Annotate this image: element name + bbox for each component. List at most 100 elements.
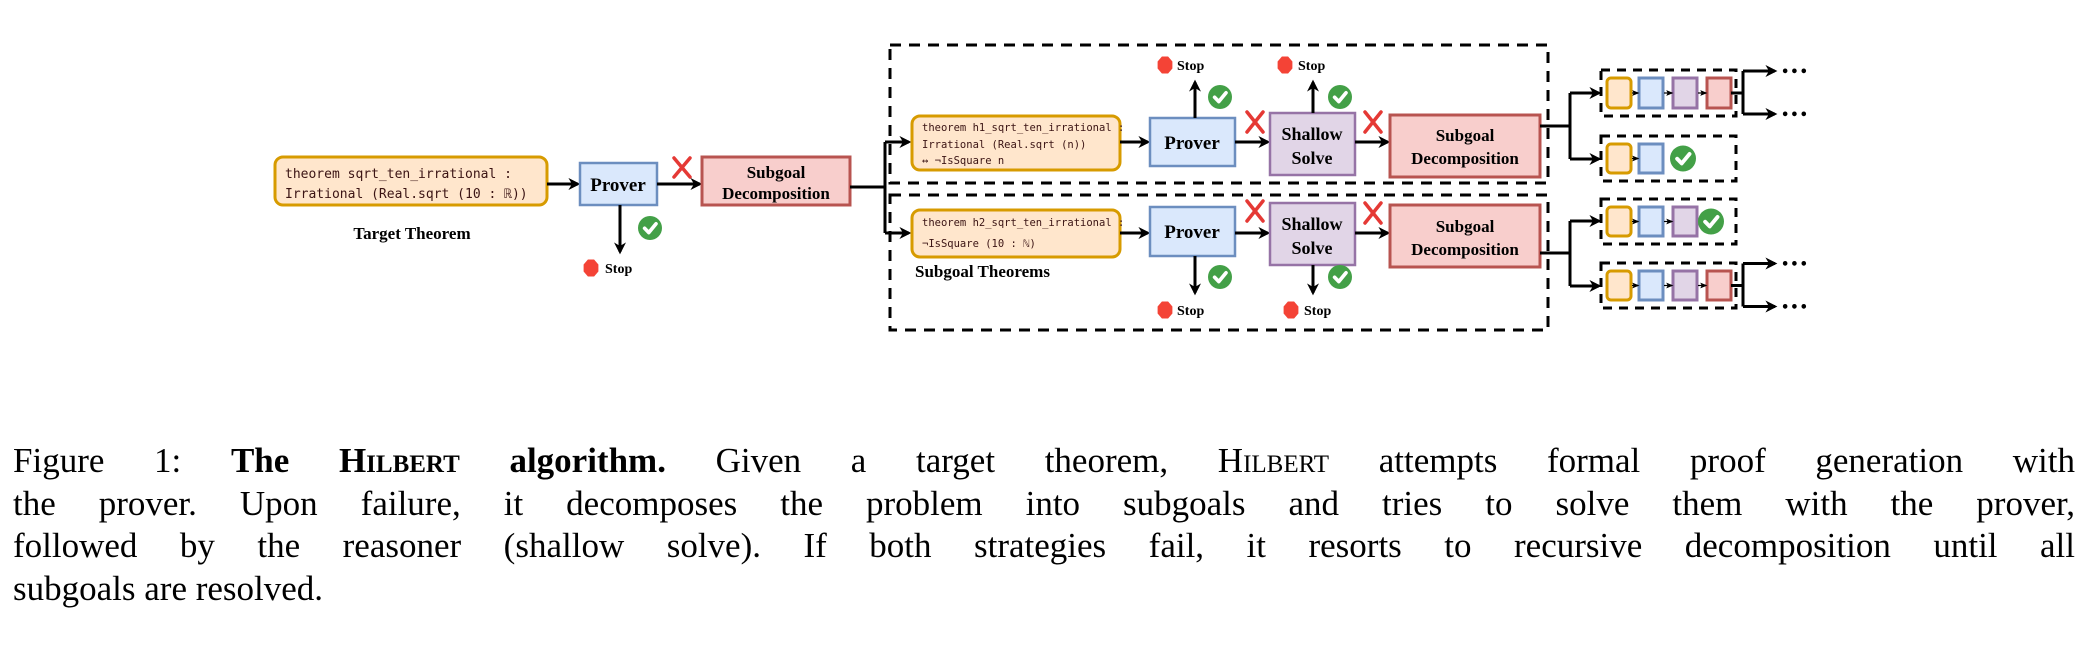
subgoal-1-container (888, 43, 1550, 185)
caption-line-2: the prover. Upon failure, it decomposes … (13, 483, 2075, 523)
shallow-solve-box (1268, 111, 1357, 177)
check-mark (1212, 270, 1228, 284)
decomposition-label-2: Decomposition (1411, 149, 1519, 168)
stop-icon (1277, 56, 1293, 74)
prover-label: Prover (1164, 133, 1220, 154)
x-stroke (1245, 110, 1265, 134)
fail-x-icon (1363, 201, 1383, 225)
fail-x-icon (1363, 110, 1383, 134)
prover-label: Prover (590, 175, 646, 196)
check-circle (1208, 85, 1232, 109)
ellipsis: ••• (1781, 258, 1809, 273)
check-circle (1328, 85, 1352, 109)
shallow-label-2: Solve (1291, 238, 1332, 258)
check-mark (1332, 270, 1348, 284)
caption-line-4: subgoals are resolved. (13, 568, 324, 608)
stop-icon (1157, 56, 1173, 74)
x-stroke (1363, 110, 1383, 134)
recursion-connector-top (1540, 87, 1602, 165)
decomposition-box (1388, 113, 1542, 179)
check-mark (1212, 91, 1228, 104)
caption-text: attempts formal proof generation with (1329, 441, 2075, 480)
shallow-label-1: Shallow (1281, 124, 1342, 144)
prover-box (1148, 205, 1237, 258)
caption-text: Given a target theorem, (665, 441, 1218, 480)
stop-icon (1157, 301, 1173, 319)
prover-label: Prover (1164, 222, 1220, 243)
check-icon (1328, 85, 1352, 109)
check-icon (1670, 145, 1696, 172)
mini-prover-box (1637, 205, 1665, 238)
recursion-container (1599, 261, 1738, 310)
recursion-container (1599, 197, 1738, 246)
ellipsis: ••• (1781, 65, 1809, 80)
check-circle (1670, 145, 1696, 172)
x-stroke (1363, 201, 1383, 225)
mini-decomposition-box (1705, 76, 1733, 110)
check-icon (1208, 85, 1232, 109)
figure-caption: Figure 1: The Hilbert algorithm. Given a… (13, 440, 2075, 610)
shallow-label-1: Shallow (1281, 214, 1342, 234)
check-circle (1208, 265, 1232, 289)
recursion-container (1599, 134, 1738, 183)
recursion-branch (1731, 65, 1778, 120)
recursion-connector-bottom (1540, 215, 1602, 292)
caption-figure-number: Figure 1: (13, 441, 182, 480)
ellipsis: ••• (1781, 108, 1809, 123)
fail-x-icon (1245, 199, 1265, 223)
target-theorem-box (273, 155, 549, 207)
subgoal-2-container (888, 193, 1550, 332)
subgoal-1-code-line-2: Irrational (Real.sqrt (n)) (922, 139, 1086, 151)
mini-theorem-box (1605, 76, 1633, 110)
caption-line-3: followed by the reasoner (shallow solve)… (13, 526, 2075, 565)
target-code-line-2: Irrational (Real.sqrt (10 : ℝ)) (285, 187, 528, 202)
mini-prover-box (1637, 142, 1665, 175)
recursion-branch (1731, 257, 1778, 313)
mini-decomposition-box (1705, 269, 1733, 302)
hilbert-diagram: theorem sqrt_ten_irrational : Irrational… (273, 43, 1809, 332)
target-code-line-1: theorem sqrt_ten_irrational : (285, 167, 512, 182)
caption-title-pre: The (230, 441, 339, 480)
subgoal-1-code-line-1: theorem h1_sqrt_ten_irrational : (922, 122, 1124, 134)
stop-icon (583, 259, 599, 277)
mini-theorem-box (1605, 269, 1633, 302)
caption-algorithm-name: Hilbert (1217, 441, 1330, 480)
decomposition-label-1: Subgoal (1436, 217, 1495, 236)
decomposition-label-2: Decomposition (722, 184, 830, 203)
subgoal-theorems-label: Subgoal Theorems (915, 262, 1050, 281)
check-icon (1698, 208, 1724, 235)
caption-title: The Hilbert algorithm. (231, 441, 666, 480)
mini-theorem-box (1605, 142, 1633, 175)
mini-shallow-solve-box (1671, 269, 1699, 302)
check-circle (1328, 265, 1352, 289)
mini-prover-box (1637, 269, 1665, 302)
check-icon (1208, 265, 1232, 289)
decomposition-label-1: Subgoal (1436, 126, 1495, 145)
mini-shallow-solve-box (1671, 205, 1699, 238)
fail-x-icon (1245, 110, 1265, 134)
stop-label: Stop (1298, 59, 1325, 74)
subgoal-2-code-line-1: theorem h2_sqrt_ten_irrational : (922, 217, 1124, 229)
ellipsis: ••• (1781, 301, 1809, 316)
check-mark (1332, 91, 1348, 104)
caption-line-1: Figure 1: The Hilbert algorithm. Given a… (13, 440, 2075, 483)
stop-label: Stop (605, 262, 632, 277)
decomposition-box (1388, 203, 1542, 269)
stop-label: Stop (1304, 304, 1331, 319)
check-icon (1328, 265, 1352, 289)
stop-label: Stop (1177, 304, 1204, 319)
decomposition-box (700, 155, 852, 207)
check-circle (638, 216, 662, 240)
mini-theorem-box (1605, 205, 1633, 238)
recursion-container (1599, 68, 1738, 118)
target-theorem-label: Target Theorem (353, 224, 470, 243)
caption-title-post: algorithm. (459, 441, 666, 480)
check-mark (1703, 214, 1720, 229)
mini-shallow-solve-box (1671, 76, 1699, 110)
decomposition-label-2: Decomposition (1411, 240, 1519, 259)
fail-x-icon (672, 156, 692, 179)
mini-prover-box (1637, 76, 1665, 110)
subgoal-2-code-line-2: ¬IsSquare (10 : ℕ) (922, 238, 1036, 250)
branch-connector (850, 136, 912, 239)
check-mark (1675, 151, 1692, 166)
